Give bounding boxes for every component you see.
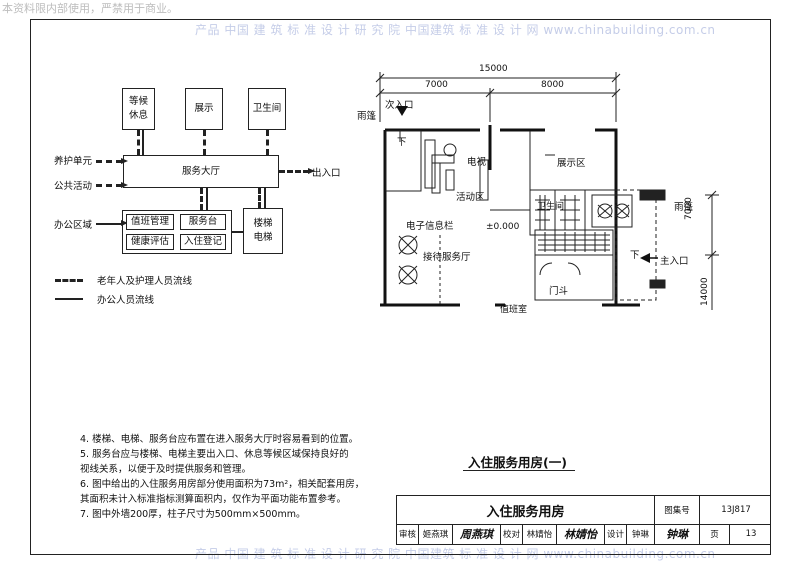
toilet-box: 卫生间 [248,88,286,130]
watermark-band-top: 产品 中国 建 筑 标 准 设 计 研 究 院 中国建筑 标 准 设 计 网 w… [195,23,716,37]
reviewer-name: 姬燕琪 [419,524,453,544]
secondary-entrance-label: 次入口 [385,100,414,111]
checker-signature: 林婧怡 [557,524,605,544]
designer-signature: 钟琳 [655,524,700,544]
office-flow [96,220,128,226]
reviewer-signature: 周燕琪 [453,524,501,544]
canopy-left-label: 雨篷 [357,111,377,122]
link-toilet [266,130,269,155]
tv-label: 电视 [467,157,487,168]
office-group [122,210,232,254]
dim-right: 8000 [541,80,564,90]
exhibition-box: 展示 [185,88,223,130]
duty-management-box: 值班管理 [126,214,174,230]
link-office-solid [206,188,208,210]
dim-total: 15000 [479,64,508,74]
vestibule-label: 门斗 [549,286,569,297]
link-elevator-solid [264,188,266,208]
link-exhibition [203,130,206,155]
watermark-top: 本资料限内部使用，严禁用于商业。 [2,2,178,15]
legend-dashed-line [55,279,83,282]
page-label: 页 [700,524,730,544]
subtitle-underline [463,470,575,471]
exit-label: 出入口 [312,168,341,179]
service-desk-box: 服务台 [180,214,226,230]
note-6: 6. 图中给出的入住服务用房部分使用面积为73m²，相关配套用房， [80,479,365,490]
bottom-cut-label: 值班室 [500,305,528,315]
link-waiting-solid [142,130,144,155]
wc-label: 卫生间 [537,202,565,212]
check-in-box: 入住登记 [180,234,226,250]
note-6-cont: 其面积未计入标准指标测算面积内，仅作为平面功能布置参考。 [80,494,347,505]
legend-solid-line [55,298,83,300]
stair-elevator-box: 楼梯 电梯 [243,208,283,254]
link-waiting [137,130,140,155]
title-block-row-signatures: 审核 姬燕琪 周燕琪 校对 林婧怡 林婧怡 设计 钟琳 钟琳 页 13 [396,524,771,545]
designer-name: 钟琳 [627,524,655,544]
note-7: 7. 图中外墙200厚，柱子尺寸为500mm×500mm。 [80,509,306,520]
public-activity-label: 公共活动 [54,181,93,192]
canopy-right-label: 雨篷 [674,202,694,213]
atlas-number: 13J817 [721,505,751,515]
drawing-frame [30,19,771,555]
check-label: 校对 [501,524,523,544]
sheet-subtitle: 入住服务用房(一) [468,455,567,470]
health-assessment-box: 健康评估 [126,234,174,250]
dim-vertical-2: 14000 [700,277,710,306]
down-right-label: 下 [630,250,640,261]
title-block-row-title: 入住服务用房 图集号 13J817 [396,495,771,525]
care-unit-label: 养护单元 [54,156,93,167]
legend-dashed-label: 老年人及护理人员流线 [97,276,193,287]
office-area-label: 办公区域 [54,220,93,231]
dim-left: 7000 [425,80,448,90]
office-elevator-link [232,231,243,233]
reception-label: 接待服务厅 [423,252,471,263]
exhibition-label: 展示区 [557,158,586,169]
note-5-cont: 视线关系，以便于及时提供服务和管理。 [80,464,252,475]
info-board-label: 电子信息栏 [406,221,454,232]
service-hall-box: 服务大厅 [123,155,279,188]
note-5: 5. 服务台应与楼梯、电梯主要出入口、休息等候区域保持良好的 [80,449,349,460]
waiting-rest-box: 等候 休息 [122,88,155,130]
atlas-label: 图集号 [655,496,700,524]
title-block: 入住服务用房 图集号 13J817 审核 姬燕琪 周燕琪 校对 林婧怡 林婧怡 … [396,495,771,555]
link-office-dash [200,188,203,210]
exit-flow [279,168,315,174]
elevation-label: ±0.000 [486,222,520,232]
page-number: 13 [745,529,757,539]
activity-label: 活动区 [456,192,485,203]
note-4: 4. 楼梯、电梯、服务台应布置在进入服务大厅时容易看到的位置。 [80,434,359,445]
drawing-title: 入住服务用房 [397,496,655,524]
down-left-label: 下 [397,137,407,148]
public-activity-flow [96,182,128,188]
floor-plan-drawing [375,72,719,310]
design-label: 设计 [605,524,627,544]
link-elevator-dash [258,188,261,208]
main-entrance-label: 主入口 [660,256,689,267]
care-unit-flow [96,158,128,164]
legend-solid-label: 办公人员流线 [97,295,155,306]
review-label: 审核 [397,524,419,544]
checker-name: 林婧怡 [523,524,557,544]
